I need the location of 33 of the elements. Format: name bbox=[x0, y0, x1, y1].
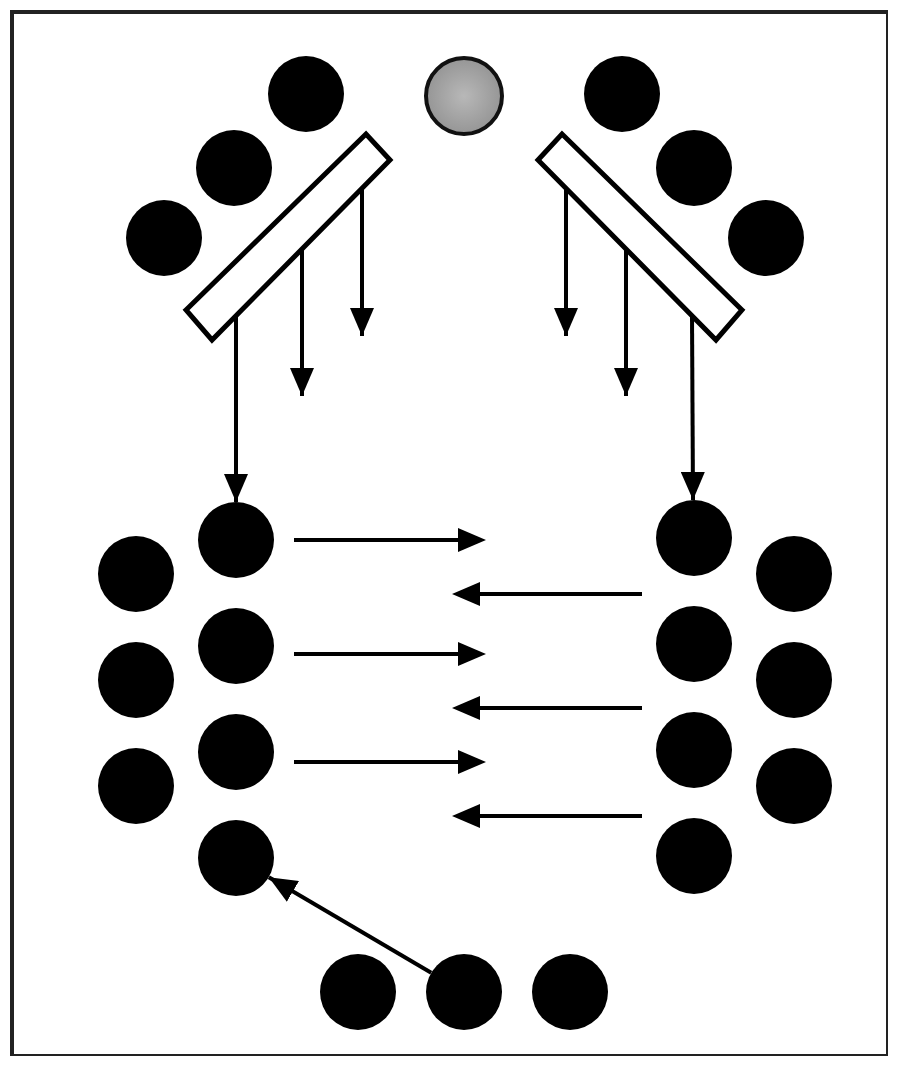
slanted-bar bbox=[182, 130, 394, 344]
filled-circle bbox=[656, 130, 732, 206]
filled-circle bbox=[198, 820, 274, 896]
filled-circle bbox=[98, 642, 174, 718]
filled-circle bbox=[728, 200, 804, 276]
filled-circle bbox=[584, 56, 660, 132]
arrow bbox=[554, 188, 578, 336]
filled-circle bbox=[756, 536, 832, 612]
filled-circle bbox=[320, 954, 396, 1030]
slanted-bar bbox=[534, 130, 746, 344]
arrow bbox=[224, 315, 248, 502]
filled-circle bbox=[426, 954, 502, 1030]
filled-circle bbox=[196, 130, 272, 206]
filled-circle bbox=[656, 818, 732, 894]
arrow bbox=[680, 315, 705, 500]
arrow bbox=[290, 249, 314, 396]
filled-circle bbox=[126, 200, 202, 276]
shaded-circle bbox=[424, 56, 504, 136]
filled-circle bbox=[756, 748, 832, 824]
filled-circle bbox=[98, 536, 174, 612]
filled-circle bbox=[198, 608, 274, 684]
filled-circle bbox=[198, 714, 274, 790]
filled-circle bbox=[656, 712, 732, 788]
filled-circle bbox=[268, 56, 344, 132]
filled-circle bbox=[656, 500, 732, 576]
arrow bbox=[614, 249, 638, 396]
arrow bbox=[350, 188, 374, 336]
arrow bbox=[267, 875, 433, 975]
filled-circle bbox=[532, 954, 608, 1030]
filled-circle bbox=[198, 502, 274, 578]
filled-circle bbox=[656, 606, 732, 682]
filled-circle bbox=[98, 748, 174, 824]
filled-circle bbox=[756, 642, 832, 718]
